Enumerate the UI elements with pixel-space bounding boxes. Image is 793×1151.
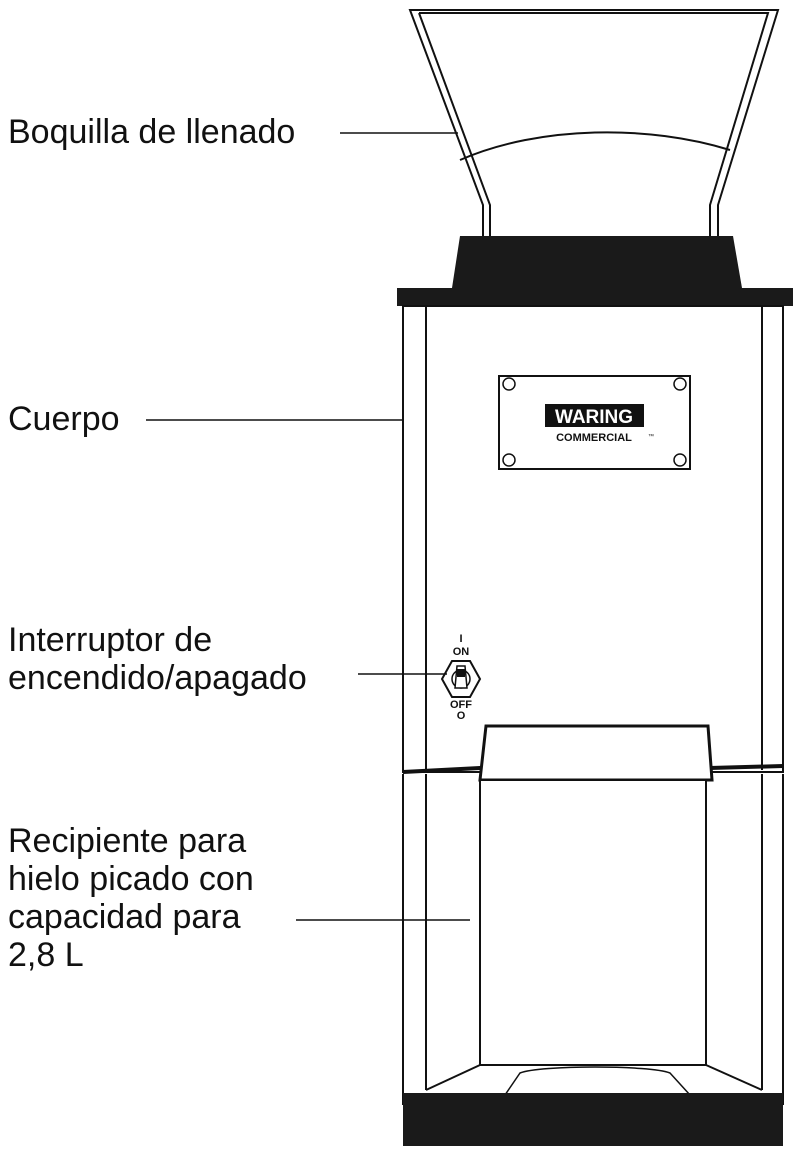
power-switch-label: Interruptor de encendido/apagado: [8, 621, 307, 697]
fill-spout: [408, 9, 780, 241]
top-lid: [397, 288, 793, 306]
container-rim: [478, 724, 714, 782]
ice-container-label-line-1: Recipiente para: [8, 822, 247, 860]
logo-trademark: ™: [648, 433, 654, 440]
logo-subtitle: COMMERCIAL: [556, 432, 632, 444]
bottom-base: [403, 1093, 783, 1146]
leader-lines: [146, 132, 470, 921]
body-label: Cuerpo: [8, 400, 120, 438]
ice-container: [479, 779, 707, 1066]
power-switch-label-line-1: Interruptor de: [8, 621, 213, 659]
fill-spout-label: Boquilla de llenado: [8, 113, 296, 151]
logo-brand: WARING: [555, 407, 633, 428]
ice-container-label-line-4: 2,8 L: [8, 936, 84, 974]
switch-on-symbol: I: [459, 633, 462, 645]
power-switch: I ON OFF O: [440, 633, 482, 722]
ice-container-label-line-3: capacidad para: [8, 898, 241, 936]
ice-container-label: Recipiente para hielo picado con capacid…: [8, 822, 254, 974]
switch-off-label: OFF: [450, 699, 472, 711]
base-frame: [402, 774, 784, 1105]
ice-container-label-line-2: hielo picado con: [8, 860, 254, 898]
switch-off-symbol: O: [457, 710, 466, 722]
logo-plate: WARING COMMERCIAL ™: [498, 375, 691, 470]
spout-collar: [452, 236, 742, 288]
power-switch-label-line-2: encendido/apagado: [8, 659, 307, 697]
switch-on-label: ON: [453, 646, 470, 658]
container-foot: [503, 1066, 692, 1096]
